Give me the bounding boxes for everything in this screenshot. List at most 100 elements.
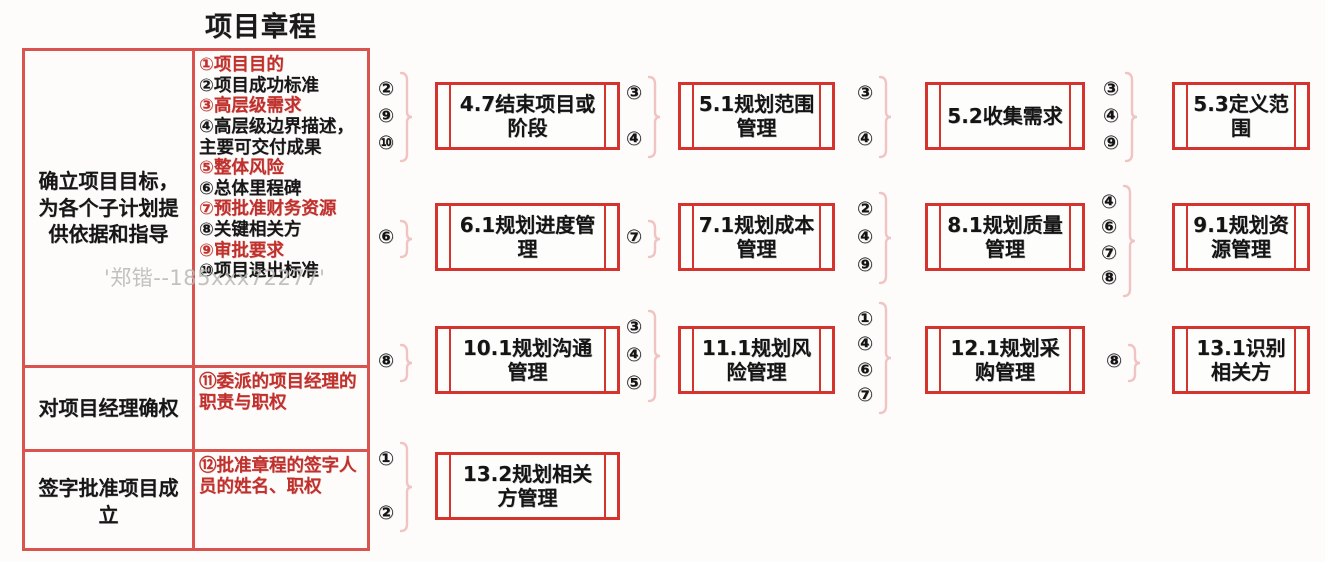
input-number: ⑧ — [378, 350, 395, 372]
input-number: ⑨ — [1103, 132, 1120, 155]
process-box-p10[interactable]: 11.1规划风险管理 — [678, 326, 835, 394]
input-number: ② — [378, 502, 395, 525]
process-box-p5[interactable]: 6.1规划进度管理 — [435, 203, 620, 271]
process-box-left-panel — [438, 206, 451, 268]
charter-item-text: 项目成功标准 — [213, 75, 319, 96]
process-box-right-panel — [819, 85, 832, 147]
input-number: ⑥ — [857, 358, 874, 381]
input-number: ④ — [857, 226, 874, 249]
curly-brace-icon — [1121, 184, 1137, 298]
charter-item-text: 批准章程的签字人员的姓名、职权 — [199, 456, 357, 497]
process-box-left-panel — [1175, 206, 1188, 268]
input-number: ④ — [857, 333, 874, 356]
input-number: ④ — [626, 344, 643, 367]
charter-content-item: ②项目成功标准 — [199, 76, 365, 97]
process-box-label: 9.1规划资源管理 — [1193, 212, 1289, 261]
input-number: ⑩ — [378, 132, 395, 155]
process-box-p7[interactable]: 8.1规划质量管理 — [925, 203, 1085, 271]
charter-content-item: ③高层级需求 — [199, 96, 365, 117]
charter-content-item: ⑫批准章程的签字人员的姓名、职权 — [199, 456, 365, 497]
charter-item-text: 审批要求 — [213, 240, 284, 261]
process-box-p11[interactable]: 12.1规划采购管理 — [925, 326, 1085, 394]
charter-item-text: 项目目的 — [213, 55, 284, 75]
input-number: ④ — [1103, 105, 1120, 128]
process-box-left-panel — [438, 329, 451, 391]
process-box-label: 12.1规划采购管理 — [950, 335, 1060, 384]
charter-content-item: ⑨审批要求 — [199, 241, 365, 262]
input-number: ⑦ — [857, 384, 874, 407]
input-number: ⑧ — [1106, 350, 1123, 372]
charter-purpose-cell: 确立项目目标，为各个子计划提供依据和指导 — [25, 51, 195, 365]
process-box-right-panel — [604, 455, 617, 517]
curly-brace-icon — [877, 301, 893, 415]
process-box-right-panel — [1294, 85, 1307, 147]
input-number: ⑨ — [378, 105, 395, 128]
charter-item-number: ⑧ — [199, 220, 214, 241]
input-number-column: ② ④ ⑨ — [857, 198, 874, 277]
charter-purpose-cell: 对项目经理确权 — [25, 368, 195, 449]
curly-brace-icon — [398, 71, 414, 163]
process-box-p13[interactable]: 13.2规划相关方管理 — [435, 452, 620, 520]
input-number: ⑦ — [626, 226, 643, 248]
charter-content-item: ⑪委派的项目经理的职责与职权 — [199, 372, 365, 413]
input-number-group-p7: ② ④ ⑨ — [857, 191, 893, 285]
process-box-label: 10.1规划沟通管理 — [462, 335, 593, 384]
curly-brace-icon — [1123, 71, 1139, 163]
process-box-label: 6.1规划进度管理 — [459, 212, 596, 261]
process-box-left-panel — [438, 455, 451, 517]
input-number: ④ — [857, 128, 874, 151]
charter-contents-cell: ⑪委派的项目经理的职责与职权 — [195, 368, 367, 449]
charter-item-number: ④ — [199, 116, 214, 137]
charter-content-item: ④高层级边界描述，主要可交付成果 — [199, 117, 365, 158]
process-box-label: 13.2规划相关方管理 — [462, 461, 593, 510]
input-number: ① — [857, 308, 874, 330]
input-number: ⑤ — [626, 372, 643, 395]
process-box-p12[interactable]: 13.1识别相关方 — [1172, 326, 1310, 394]
curly-brace-icon — [646, 219, 662, 259]
input-number-group-p5: ⑥ — [378, 219, 414, 259]
process-box-right-panel — [1294, 329, 1307, 391]
process-box-p4[interactable]: 5.3定义范围 — [1172, 82, 1310, 150]
charter-content-item: ⑦预批准财务资源 — [199, 199, 365, 220]
input-number: ③ — [857, 82, 874, 104]
input-number: ④ — [626, 128, 643, 151]
input-number: ③ — [626, 82, 643, 104]
process-box-left-panel — [1175, 85, 1188, 147]
charter-item-number: ⑨ — [199, 240, 214, 261]
charter-item-number: ⑦ — [199, 199, 214, 220]
process-box-p6[interactable]: 7.1规划成本管理 — [678, 203, 835, 271]
process-box-right-panel — [819, 206, 832, 268]
process-box-label: 8.1规划质量管理 — [947, 212, 1063, 261]
input-number-column: ⑥ — [378, 227, 394, 250]
process-box-p8[interactable]: 9.1规划资源管理 — [1172, 203, 1310, 271]
input-number: ⑨ — [857, 254, 874, 277]
curly-brace-icon — [877, 191, 893, 285]
process-box-label: 5.1规划范围管理 — [698, 91, 815, 140]
process-box-p2[interactable]: 5.1规划范围管理 — [678, 82, 835, 150]
process-box-label: 13.1识别相关方 — [1196, 335, 1286, 384]
process-box-label: 5.2收集需求 — [947, 103, 1063, 128]
process-box-right-panel — [1294, 206, 1307, 268]
process-box-left-panel — [928, 329, 941, 391]
charter-item-text: 委派的项目经理的职责与职权 — [199, 372, 357, 413]
curly-brace-icon — [646, 309, 662, 403]
charter-item-number: ⑫ — [199, 456, 217, 476]
input-number-group-p9: ⑧ — [378, 343, 414, 383]
process-box-left-panel — [438, 85, 451, 147]
process-box-p9[interactable]: 10.1规划沟通管理 — [435, 326, 620, 394]
process-box-p3[interactable]: 5.2收集需求 — [925, 82, 1085, 150]
charter-item-number: ⑪ — [199, 372, 217, 392]
process-box-left-panel — [681, 329, 694, 391]
input-number-group-p6: ⑦ — [626, 219, 662, 259]
process-box-left-panel — [928, 85, 941, 147]
input-number: ② — [857, 198, 874, 220]
process-box-p1[interactable]: 4.7结束项目或阶段 — [435, 82, 620, 150]
charter-row: 签字批准项目成立 ⑫批准章程的签字人员的姓名、职权 — [25, 452, 367, 551]
